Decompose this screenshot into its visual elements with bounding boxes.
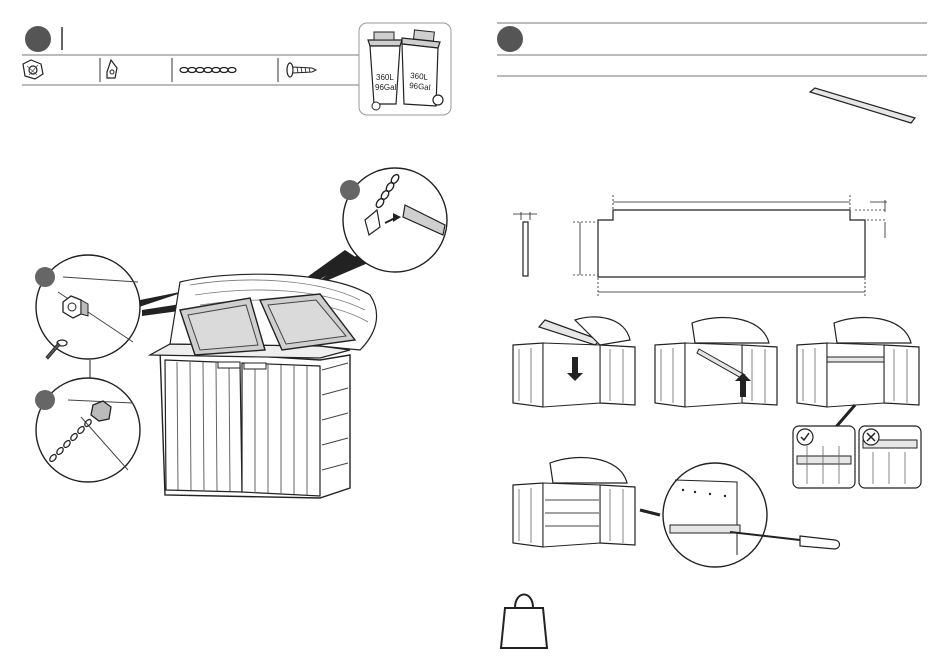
strip-side-profile: [513, 212, 537, 276]
correct-placement-panel: [793, 426, 855, 488]
support-strip-part: [810, 88, 915, 123]
install-view-3: [797, 318, 919, 435]
callout-chain-attach: [33, 375, 143, 485]
callout-marker: [340, 180, 360, 200]
hook-icon: [107, 60, 117, 78]
callout-marker: [35, 390, 55, 410]
check-icon: [797, 429, 813, 445]
bin-2-line-1: 360L: [410, 71, 429, 82]
install-view-4: [513, 458, 635, 547]
strip-front-profile: [573, 195, 887, 298]
step-number-circle: [25, 26, 51, 52]
cross-icon: [863, 429, 879, 445]
bag-icon: [501, 595, 547, 649]
bin-1-line-1: 360L: [376, 73, 394, 82]
incorrect-placement-panel: [859, 426, 921, 488]
wheelie-bin-icon: 360L 96Gal: [402, 30, 443, 106]
install-view-2: [655, 318, 777, 407]
callout-marker: [35, 267, 55, 287]
callout-chain-hook: [335, 165, 455, 275]
wheelie-bin-icon: 360L 96Gal: [368, 32, 402, 110]
bins-capacity-box: 360L 96Gal 360L 96Gal: [358, 22, 453, 116]
step-number-circle: [497, 26, 523, 52]
bin-1-line-2: 96Gal: [375, 83, 397, 92]
screw-icon: [40, 335, 70, 365]
chain-icon: [180, 68, 236, 73]
lock-nut-icon: [23, 60, 43, 79]
right-step-page: [475, 0, 950, 672]
callout-connector: [85, 360, 95, 378]
install-view-1: [513, 317, 635, 407]
screw-icon: [287, 63, 316, 77]
